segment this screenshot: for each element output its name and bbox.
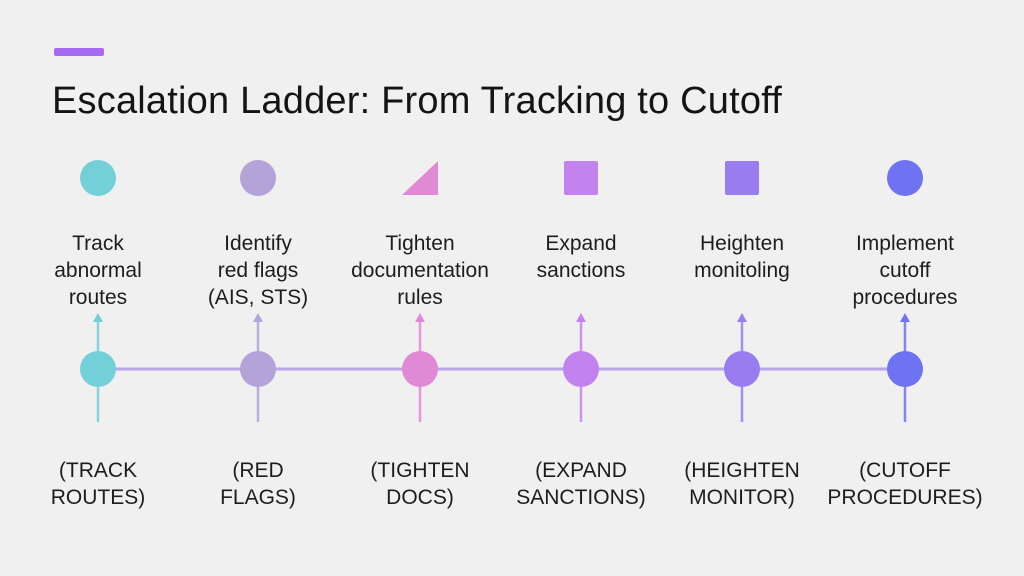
timeline-node — [887, 351, 923, 387]
timeline-node — [80, 351, 116, 387]
arrow-up-icon — [737, 313, 747, 322]
step-5 — [724, 161, 760, 422]
timeline-node — [240, 351, 276, 387]
square-icon — [564, 161, 598, 195]
arrow-up-icon — [415, 313, 425, 322]
arrow-up-icon — [253, 313, 263, 322]
triangle-icon — [402, 161, 438, 195]
step-4 — [563, 161, 599, 422]
step-6 — [887, 160, 923, 422]
arrow-up-icon — [576, 313, 586, 322]
circle-icon — [80, 160, 116, 196]
circle-icon — [240, 160, 276, 196]
timeline-node — [563, 351, 599, 387]
circle-icon — [887, 160, 923, 196]
square-icon — [725, 161, 759, 195]
step-2 — [240, 160, 276, 422]
step-1 — [80, 160, 116, 422]
arrow-up-icon — [900, 313, 910, 322]
accent-bar — [54, 48, 104, 56]
timeline-node — [402, 351, 438, 387]
page-title: Escalation Ladder: From Tracking to Cuto… — [52, 80, 783, 122]
timeline-node — [724, 351, 760, 387]
arrow-up-icon — [93, 313, 103, 322]
step-3 — [402, 161, 438, 422]
